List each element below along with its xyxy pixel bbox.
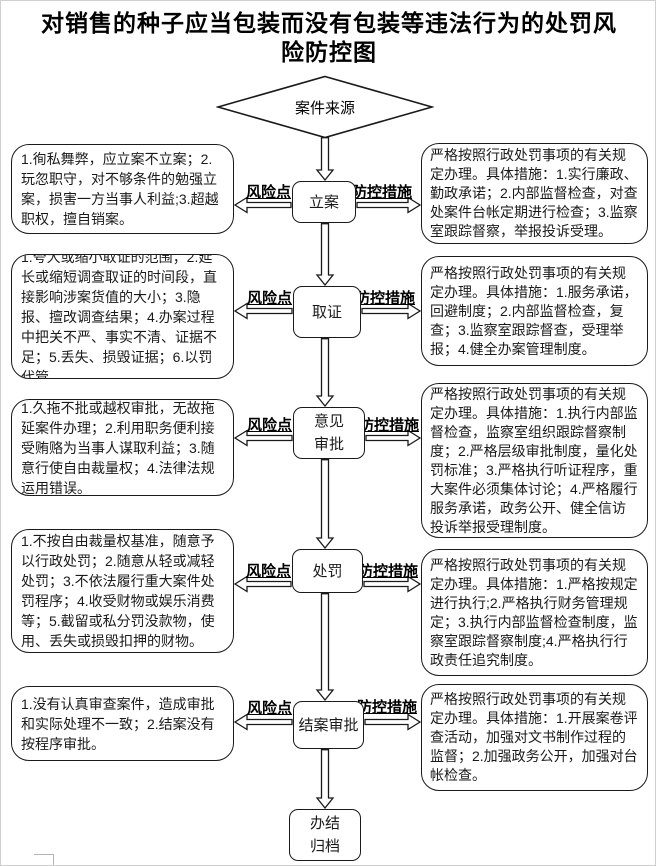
down-arrow-2 (315, 223, 335, 286)
control-arrow-1 (356, 196, 421, 214)
control-arrow-5 (364, 713, 421, 731)
risk-box-1: 1.徇私舞弊，应立案不立案；2.玩忽职守，对不够条件的勉强立案，损害一方当事人利… (11, 144, 234, 234)
start-node-label: 案件来源 (294, 99, 355, 117)
control-text-1: 严格按照行政处罚事项的有关规定办理。具体措施：1.实行廉政、勤政承诺；2.内部监… (430, 147, 638, 239)
down-arrow-1 (315, 137, 335, 181)
risk-text-1: 1.徇私舞弊，应立案不立案；2.玩忽职守，对不够条件的勉强立案，损害一方当事人利… (21, 151, 219, 227)
down-arrow-3 (315, 338, 335, 407)
risk-arrow-5 (234, 713, 293, 731)
control-text-4: 严格按照行政处罚事项的有关规定办理。具体措施：1.严格按规定进行执行;2.严格执… (430, 556, 638, 668)
step-node-opinion-approval: 意见 审批 (293, 407, 365, 459)
risk-box-4: 1.不按自由裁量权基准，随意予以行政处罚；2.随意从轻或减轻处罚；3.不依法履行… (11, 529, 234, 653)
control-label-1: 防控措施 (352, 184, 413, 201)
control-arrow-2 (361, 302, 421, 320)
risk-label-3: 风险点 (246, 417, 292, 434)
risk-arrow-4 (234, 575, 292, 593)
down-arrow-4 (315, 459, 335, 549)
risk-box-3: 1.久拖不批或越权审批，无故拖延案件办理；2.利用职务便利接受贿赂为当事人谋取利… (11, 399, 234, 496)
control-label-3: 防控措施 (359, 417, 420, 434)
control-box-4: 严格按照行政处罚事项的有关规定办理。具体措施：1.严格按规定进行执行;2.严格执… (421, 549, 648, 676)
down-arrow-6 (315, 749, 335, 809)
risk-box-2: 1.夸大或缩小取证的范围；2.延长或缩短调查取证的时间段，直接影响涉案货值的大小… (11, 254, 234, 379)
control-box-3: 严格按照行政处罚事项的有关规定办理。具体措施：1.执行内部监督检查，监察室组织跟… (421, 383, 648, 538)
down-arrow-5 (315, 593, 335, 701)
risk-arrow-3 (234, 429, 293, 447)
risk-text-4: 1.不按自由裁量权基准，随意予以行政处罚；2.随意从轻或减轻处罚；3.不依法履行… (21, 533, 215, 649)
control-arrow-4 (363, 575, 421, 593)
control-box-1: 严格按照行政处罚事项的有关规定办理。具体措施：1.实行廉政、勤政承诺；2.内部监… (421, 143, 648, 244)
risk-box-5: 1.没有认真审查案件，造成审批和实际处理不一致；2.结案没有按程序审批。 (11, 686, 234, 761)
control-label-5: 防控措施 (357, 699, 418, 716)
control-text-3: 严格按照行政处罚事项的有关规定办理。具体措施：1.执行内部监督检查，监察室组织跟… (430, 385, 638, 535)
risk-label-4: 风险点 (245, 563, 291, 580)
step-node-penalty: 处罚 (292, 549, 363, 593)
risk-text-2: 1.夸大或缩小取证的范围；2.延长或缩短调查取证的时间段，直接影响涉案货值的大小… (21, 254, 217, 379)
control-label-4: 防控措施 (358, 563, 419, 580)
control-box-2: 严格按照行政处罚事项的有关规定办理。具体措施：1.服务承诺，回避制度；2.内部监… (421, 256, 648, 366)
step-node-closing-approval: 结案审批 (293, 701, 364, 749)
page-corner-mark (34, 854, 54, 865)
control-text-2: 严格按照行政处罚事项的有关规定办理。具体措施：1.服务承诺，回避制度；2.内部监… (430, 264, 638, 357)
risk-text-3: 1.久拖不批或越权审批，无故拖延案件办理；2.利用职务便利接受贿赂为当事人谋取利… (21, 399, 215, 496)
page-title: 对销售的种子应当包装而没有包装等违法行为的处罚风 险防控图 (41, 10, 617, 65)
control-label-2: 防控措施 (355, 290, 416, 307)
risk-text-5: 1.没有认真审查案件，造成审批和实际处理不一致；2.结案没有按程序审批。 (21, 695, 215, 752)
step-node-filing: 立案 (292, 181, 356, 223)
risk-label-2: 风险点 (246, 290, 292, 307)
risk-label-1: 风险点 (245, 184, 291, 201)
control-box-5: 严格按照行政处罚事项的有关规定办理。具体措施：1.开展案卷评查活动，加强对文书制… (421, 684, 648, 791)
risk-arrow-1 (234, 196, 292, 214)
control-text-5: 严格按照行政处罚事项的有关规定办理。具体措施：1.开展案卷评查活动，加强对文书制… (430, 691, 638, 783)
start-node-case-source: 案件来源 (215, 75, 435, 139)
control-arrow-3 (365, 429, 421, 447)
risk-label-5: 风险点 (246, 700, 292, 717)
step-node-evidence: 取证 (293, 286, 361, 338)
risk-arrow-2 (234, 302, 293, 320)
end-node-archive: 办结 归档 (289, 809, 361, 861)
